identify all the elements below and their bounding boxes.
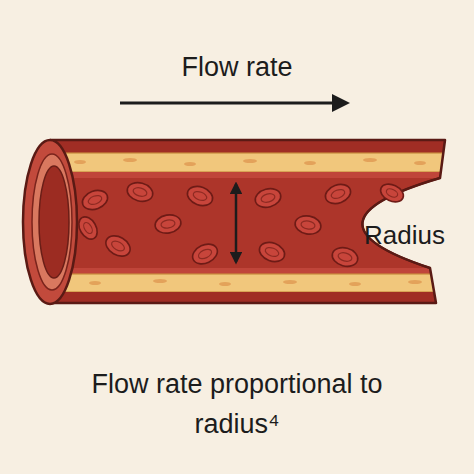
red-blood-cell (323, 181, 354, 207)
red-blood-cell (253, 186, 283, 210)
fat-dot (363, 158, 377, 162)
cell-center (87, 194, 103, 206)
cell-center (132, 186, 148, 197)
red-blood-cell (378, 181, 407, 206)
fat-dot (123, 158, 137, 162)
cell-center (192, 190, 208, 202)
cell-center (300, 220, 315, 230)
opening-lumen (39, 166, 69, 278)
radius-arrow (235, 184, 238, 262)
red-blood-cell (185, 183, 216, 209)
cell-center (385, 187, 399, 198)
red-blood-cell (75, 214, 101, 243)
fat-dot (153, 279, 167, 283)
cell-center (160, 219, 175, 229)
red-blood-cell (80, 187, 111, 213)
fat-layer-bottom (40, 274, 460, 292)
cell-center (337, 251, 353, 262)
fat-dot (283, 280, 297, 284)
caption: Flow rate proportional to radius⁴ (57, 364, 417, 444)
cell-center (82, 221, 94, 235)
flow-arrow-head (332, 94, 350, 112)
flow-label: Flow rate (0, 52, 474, 83)
fat-dot (408, 280, 422, 284)
fat-dot (89, 281, 101, 285)
fat-dot (74, 160, 86, 164)
red-blood-cell (257, 239, 288, 265)
inner-wall-bottom (40, 268, 460, 274)
cell-center (330, 188, 346, 200)
red-blood-cell (154, 213, 183, 235)
red-blood-cell (102, 232, 134, 261)
red-blood-cell (330, 245, 360, 269)
cell-center (110, 239, 126, 253)
cell-center (260, 192, 276, 203)
fat-dot (349, 282, 361, 286)
fat-dot (304, 161, 316, 165)
opening-wall-ring (32, 154, 72, 290)
cell-center (264, 246, 280, 258)
inner-wall-top (40, 172, 460, 178)
outer-wall-top (40, 140, 460, 153)
fat-layer-top (40, 153, 460, 172)
fat-dot (243, 159, 257, 163)
outer-wall-bottom (40, 292, 460, 303)
cell-center (197, 247, 213, 260)
blood-cells (75, 180, 406, 269)
red-blood-cell (294, 214, 323, 236)
fat-dot (184, 162, 196, 166)
cell-centers (82, 186, 399, 262)
fat-dot (414, 161, 426, 165)
vessel-opening (23, 140, 77, 304)
flow-arrow-shaft (120, 102, 336, 105)
fat-dot (219, 282, 231, 286)
red-blood-cell (189, 240, 220, 267)
radius-label: Radius (364, 220, 472, 251)
red-blood-cell (125, 180, 155, 204)
